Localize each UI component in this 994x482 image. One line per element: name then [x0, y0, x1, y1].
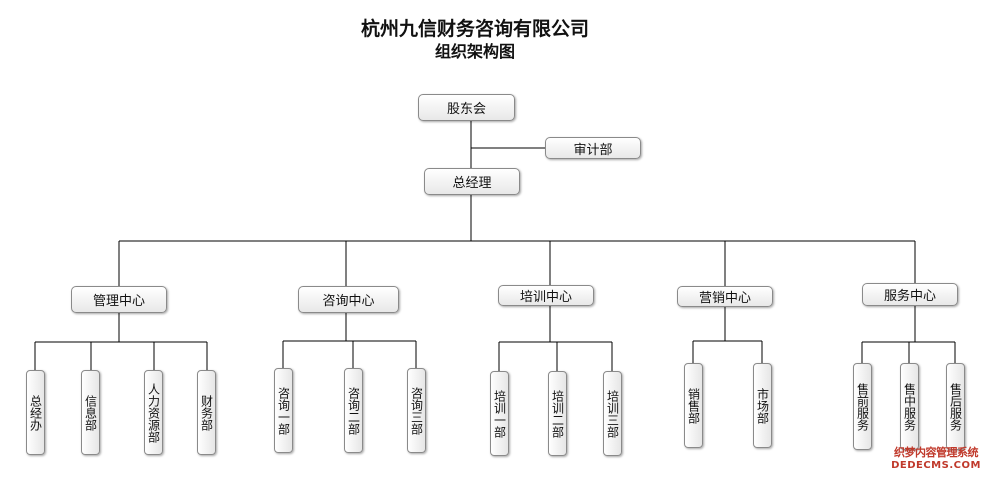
chart-subtitle: 组织架构图 [434, 42, 515, 61]
dept-node: 咨询一部 [274, 368, 293, 453]
watermark: 织梦内容管理系统 DEDECMS.COM [884, 446, 988, 472]
consulting-center-node: 咨询中心 [298, 286, 399, 313]
dept-node: 售中服务 [900, 363, 919, 450]
audit-dept-node: 审计部 [545, 137, 641, 159]
company-title: 杭州九信财务咨询有限公司 [360, 18, 589, 40]
dept-node: 销售部 [684, 363, 703, 448]
dept-node: 市场部 [753, 363, 772, 448]
marketing-center-node: 营销中心 [677, 286, 773, 307]
dept-node: 信息部 [81, 370, 100, 455]
dept-node: 咨询三部 [407, 368, 426, 453]
training-center-node: 培训中心 [498, 285, 594, 306]
service-center-node: 服务中心 [862, 283, 958, 306]
dept-node: 人力资源部 [144, 370, 163, 455]
general-manager-node: 总经理 [424, 168, 520, 195]
dept-node: 售前服务 [853, 363, 872, 450]
watermark-line2: DEDECMS.COM [891, 460, 981, 471]
shareholders-node: 股东会 [418, 94, 515, 121]
dept-node: 财务部 [197, 370, 216, 455]
dept-node: 咨询二部 [344, 368, 363, 453]
dept-node: 培训二部 [548, 371, 567, 456]
dept-node: 总经办 [26, 370, 45, 455]
management-center-node: 管理中心 [71, 286, 167, 313]
watermark-line1: 织梦内容管理系统 [894, 446, 979, 459]
dept-node: 售后服务 [946, 363, 965, 450]
dept-node: 培训三部 [603, 371, 622, 456]
dept-node: 培训一部 [490, 371, 509, 456]
